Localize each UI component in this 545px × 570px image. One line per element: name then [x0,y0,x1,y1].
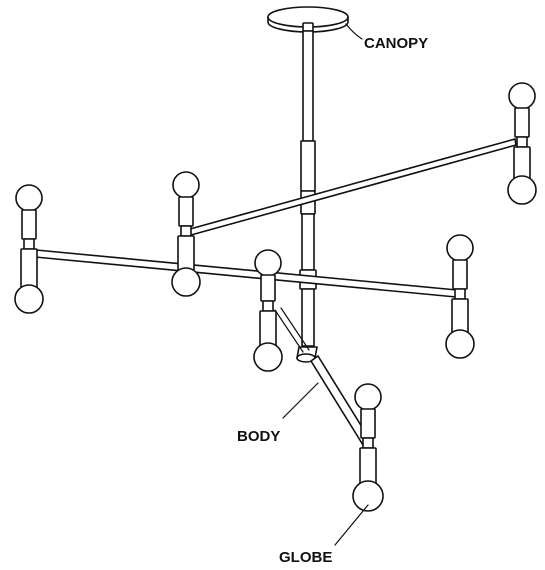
globe-label: GLOBE [279,549,332,566]
canopy-label: CANOPY [364,35,428,52]
upper-arm [189,138,517,236]
body [274,307,371,446]
light-left-mid [171,171,201,297]
light-right-mid [445,234,475,359]
canopy [267,6,349,33]
body-label: BODY [237,428,280,445]
light-bottom [352,383,384,512]
body-leader [282,382,319,419]
canopy-leader [345,23,363,40]
globe-leader [334,504,369,546]
light-right-top [507,82,537,205]
central-stem [299,30,317,347]
light-far-left [14,184,44,314]
light-center [253,249,283,372]
long-arm [34,249,458,298]
